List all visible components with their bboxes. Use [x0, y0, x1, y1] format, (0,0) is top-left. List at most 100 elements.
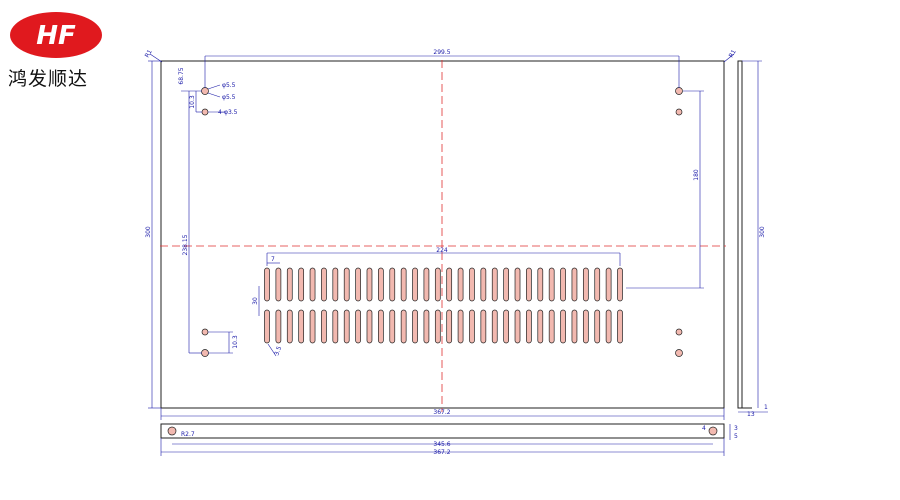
vent-slot — [298, 267, 305, 302]
label-side-thickness: 13 — [747, 411, 755, 418]
vent-slot — [321, 309, 327, 344]
label-flange-outer: 367.2 — [433, 449, 450, 456]
label-lower-spacing: 10.3 — [232, 335, 239, 349]
vent-slot — [617, 267, 623, 302]
label-flange-h3: 5 — [734, 433, 738, 440]
vent-slot — [594, 309, 601, 344]
vent-slot — [400, 309, 407, 344]
label-flange-h1: 4 — [702, 425, 706, 432]
label-left-vertical: 238.15 — [182, 234, 189, 255]
vent-slot — [480, 309, 487, 344]
dim-r-right — [723, 53, 735, 63]
label-hole-dia-b: φ5.5 — [222, 94, 236, 101]
label-r-top-right: R1 — [728, 48, 738, 59]
main-plate — [160, 60, 726, 412]
vent-slots — [264, 267, 623, 344]
vent-slot — [571, 309, 578, 344]
vent-slot — [480, 267, 487, 302]
label-hole-spacing: 10.3 — [189, 95, 196, 109]
vent-slot — [400, 267, 407, 302]
label-right-height: 300 — [759, 226, 766, 238]
label-r-top-left: R1 — [144, 48, 154, 59]
vent-slot — [275, 309, 282, 344]
label-slot-width: 3.5 — [273, 345, 283, 357]
dim-slot-width-leader — [267, 343, 277, 357]
dim-leader-a — [207, 84, 221, 90]
vent-slot — [332, 267, 339, 302]
dim-r-left — [149, 53, 163, 63]
hole-top-right-1 — [675, 87, 683, 95]
vent-slot — [434, 309, 441, 344]
hole-bottom-right-1 — [675, 328, 683, 336]
vent-slot — [514, 267, 521, 302]
vent-slot — [389, 309, 396, 344]
hole-top-left-1 — [201, 87, 209, 95]
vent-slot — [264, 309, 270, 344]
dimension-lines — [148, 53, 735, 420]
vent-slot — [526, 267, 532, 302]
vent-slot — [286, 309, 293, 344]
vent-slot — [309, 267, 316, 302]
vent-slot — [275, 267, 282, 302]
flange-view — [160, 423, 731, 456]
vent-slot — [491, 267, 498, 302]
vent-slot — [605, 309, 612, 344]
vent-slot — [298, 309, 305, 344]
vent-slot — [514, 309, 521, 344]
vent-slot — [469, 309, 475, 344]
vent-slot — [560, 267, 566, 302]
vent-slot — [469, 267, 475, 302]
vent-slot — [355, 267, 361, 302]
vent-slot — [343, 267, 350, 302]
hole-top-right-2 — [675, 108, 683, 116]
vent-slot — [389, 267, 396, 302]
label-slot-height: 30 — [252, 297, 259, 305]
vent-slot — [594, 267, 601, 302]
vent-slot — [332, 309, 339, 344]
vent-slot — [560, 309, 566, 344]
hole-bottom-left-2 — [201, 349, 209, 357]
vent-slot — [423, 309, 430, 344]
vent-slot — [503, 267, 509, 302]
label-flange-inner: 345.6 — [433, 441, 450, 448]
brand-name: 鸿发顺达 — [8, 68, 89, 90]
vent-slot — [503, 309, 509, 344]
vent-slot — [571, 267, 578, 302]
vent-slot — [434, 267, 441, 302]
label-offset-y: 68.75 — [178, 67, 185, 84]
vent-slot — [537, 309, 544, 344]
label-left-height: 300 — [145, 226, 152, 238]
logo-ellipse — [10, 12, 102, 58]
label-hole-dia-a: φ5.5 — [222, 82, 236, 89]
vent-slot — [378, 267, 384, 302]
dim-leader-b — [207, 92, 221, 98]
vent-slot — [526, 309, 532, 344]
vent-slot — [617, 309, 623, 344]
vent-slot — [264, 267, 270, 302]
brand-logo: HF — [10, 12, 102, 58]
vent-slot — [457, 309, 464, 344]
side-profile — [737, 60, 743, 409]
flange-hole-left — [167, 426, 177, 436]
vent-slot — [491, 309, 498, 344]
vent-slot — [286, 267, 293, 302]
vent-slot — [378, 309, 384, 344]
vent-slot — [537, 267, 544, 302]
label-small-hole: 4-φ3.5 — [218, 109, 238, 116]
label-top-width: 299.5 — [433, 49, 450, 56]
label-slot-pitch: 7 — [271, 256, 275, 263]
flange-profile — [160, 423, 725, 439]
label-side-small: 1 — [764, 404, 768, 411]
vent-slot — [412, 309, 418, 344]
label-flange-radius: R2.7 — [181, 431, 195, 438]
vent-slot — [355, 309, 361, 344]
vent-slot — [446, 309, 453, 344]
vent-slot — [582, 309, 589, 344]
label-slot-span: 224 — [436, 247, 448, 254]
vent-slot — [309, 309, 316, 344]
vent-slot — [366, 309, 373, 344]
flange-hole-right — [708, 426, 718, 436]
label-right-vertical: 180 — [693, 169, 700, 181]
hole-bottom-left-1 — [201, 328, 209, 336]
